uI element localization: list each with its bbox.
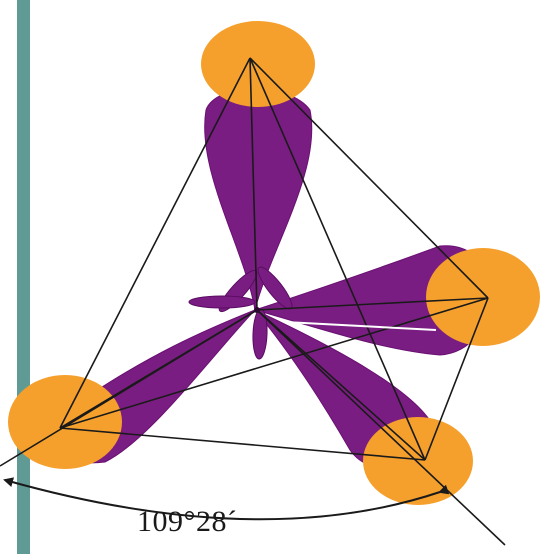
atom-top bbox=[201, 21, 315, 107]
atom-left bbox=[8, 375, 122, 469]
atom-right bbox=[426, 248, 540, 346]
atom-bottom-right bbox=[363, 417, 473, 505]
central-atom bbox=[254, 307, 260, 313]
orbital-lobe-top bbox=[205, 89, 312, 310]
bond-angle-label: 109°28´ bbox=[137, 505, 238, 539]
atoms bbox=[8, 21, 540, 505]
